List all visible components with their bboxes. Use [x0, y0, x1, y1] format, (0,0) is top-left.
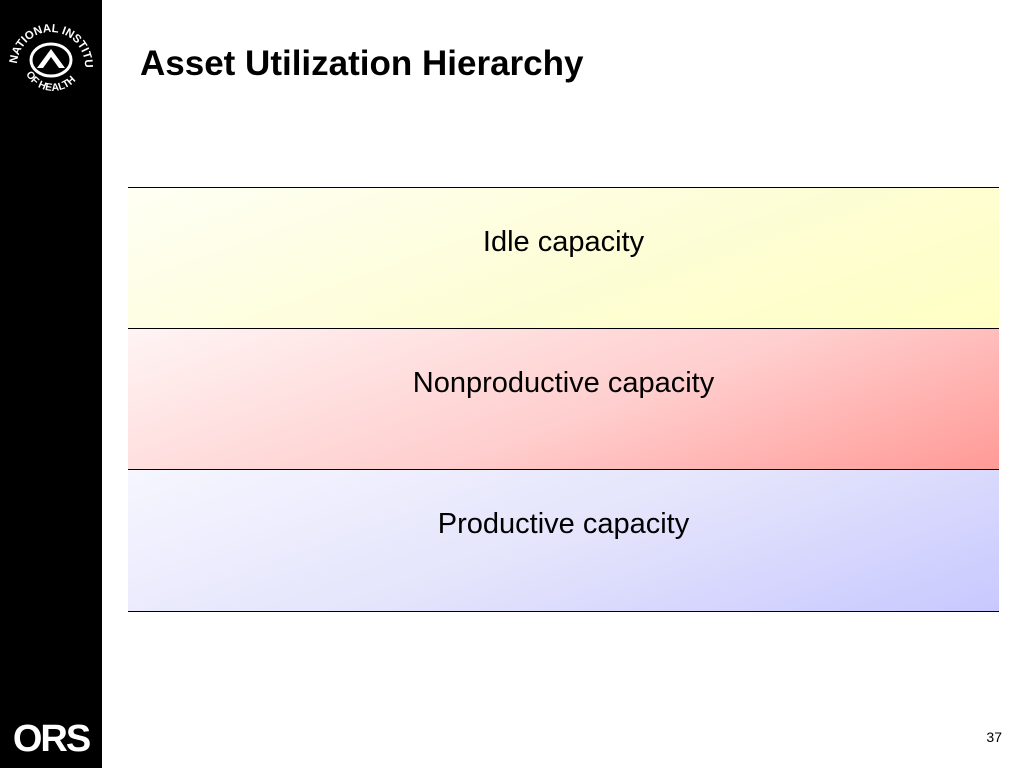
nih-seal-logo: NATIONAL INSTITUTES OF HEALTH [8, 8, 94, 94]
tier-idle-capacity: Idle capacity [128, 187, 999, 328]
svg-text:OF HEALTH: OF HEALTH [23, 69, 78, 94]
tier-label: Productive capacity [437, 508, 690, 540]
tier-nonproductive-capacity: Nonproductive capacity [128, 328, 999, 469]
svg-text:ORS: ORS [13, 718, 90, 758]
tier-label: Nonproductive capacity [412, 367, 715, 399]
tier-productive-capacity: Productive capacity [128, 469, 999, 612]
tier-label: Idle capacity [482, 226, 645, 258]
page-number: 37 [986, 729, 1002, 745]
sidebar: NATIONAL INSTITUTES OF HEALTH ORS [0, 0, 102, 768]
asset-utilization-hierarchy: Idle capacity Nonproductive capacity Pro… [128, 187, 999, 612]
ors-logo: ORS [13, 718, 92, 758]
slide-title: Asset Utilization Hierarchy [140, 44, 584, 83]
